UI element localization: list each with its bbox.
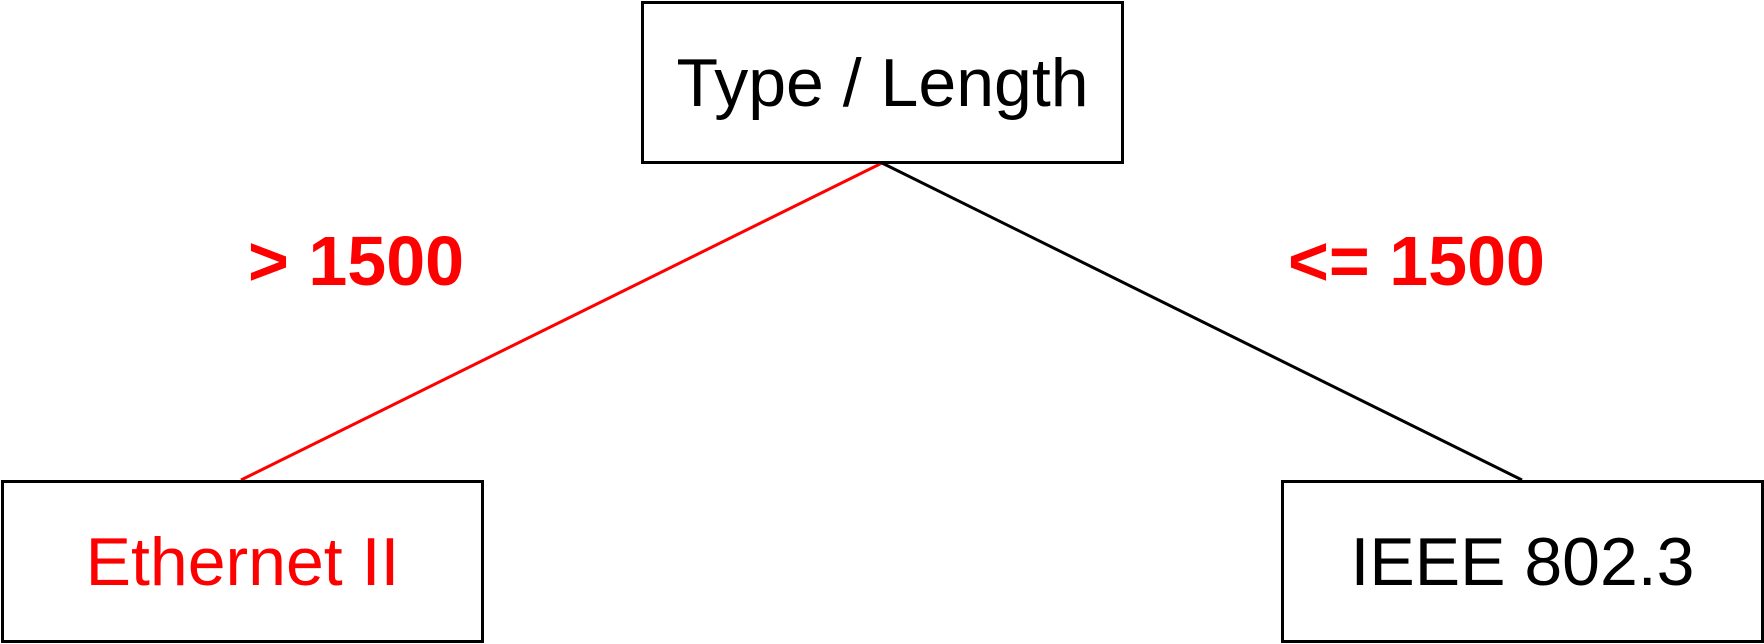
node-ieee-802-3-label: IEEE 802.3 (1350, 523, 1695, 600)
edge-right-connector (881, 161, 1523, 482)
root-node-label: Type / Length (676, 44, 1089, 121)
root-node-type-length: Type / Length (641, 1, 1124, 164)
edge-left-connector (240, 161, 883, 482)
node-ethernet-ii: Ethernet II (1, 480, 484, 643)
condition-label-greater-than-1500: > 1500 (248, 222, 465, 300)
condition-label-less-equal-1500: <= 1500 (1288, 222, 1545, 300)
node-ieee-802-3: IEEE 802.3 (1281, 480, 1764, 643)
node-ethernet-ii-label: Ethernet II (85, 523, 400, 600)
